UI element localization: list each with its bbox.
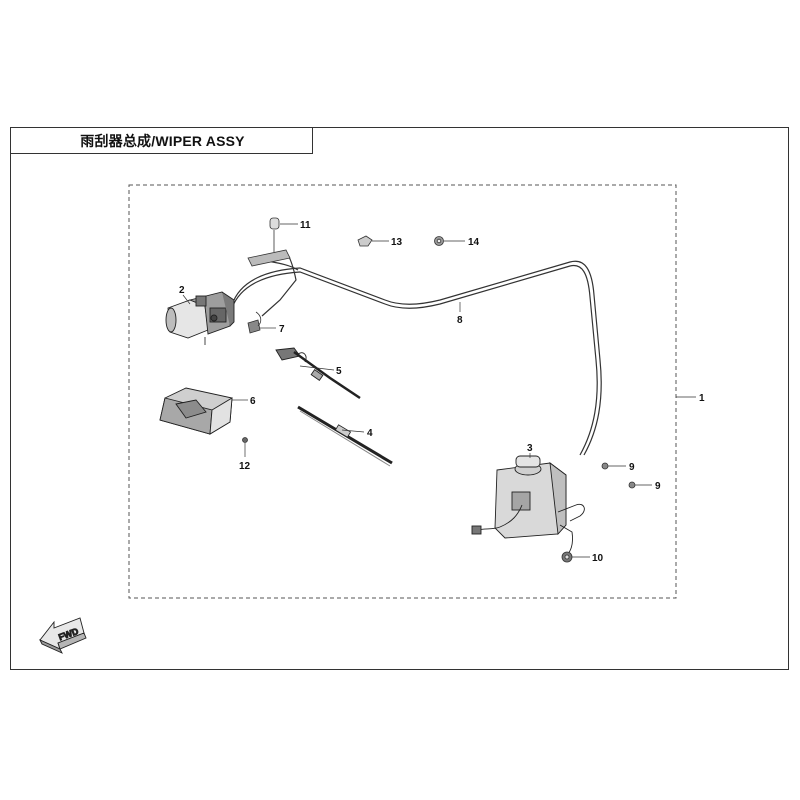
callout-9b: 9	[655, 481, 661, 492]
callout-4: 4	[367, 428, 373, 439]
callout-6: 6	[250, 396, 256, 407]
callout-13: 13	[391, 237, 403, 248]
callout-labels: 1 2 3 4 5 6 7 8 9 9 10 11 12 13 14	[179, 220, 705, 564]
clip-part-13	[357, 235, 373, 247]
page-title: 雨刮器总成/WIPER ASSY	[80, 133, 245, 149]
callout-2: 2	[179, 285, 185, 296]
bolt-part-9a	[601, 462, 609, 470]
wiper-motor-part-2	[165, 291, 235, 345]
callout-11: 11	[300, 220, 311, 231]
wiper-arm-part-5	[275, 347, 361, 400]
nut-part-10	[561, 551, 573, 563]
washer-reservoir-part-3	[471, 455, 585, 556]
callout-14: 14	[468, 237, 480, 248]
wiper-blade-part-4	[297, 405, 393, 467]
assembly-boundary	[128, 184, 677, 599]
grommet-part-11	[247, 217, 291, 267]
bolt-part-9b	[628, 481, 636, 489]
leader-lines	[182, 223, 696, 558]
callout-10: 10	[592, 553, 604, 564]
fwd-arrow-icon: FWD	[39, 617, 87, 654]
nut-part-14	[434, 236, 444, 246]
callout-1: 1	[699, 393, 705, 404]
drawing-frame	[10, 127, 789, 670]
cover-part-6	[159, 387, 233, 435]
callout-9a: 9	[629, 462, 635, 473]
title-box: 雨刮器总成/WIPER ASSY	[10, 127, 313, 154]
callout-3: 3	[527, 443, 533, 454]
connector-part-7	[247, 311, 262, 334]
callout-5: 5	[336, 366, 342, 377]
washer-hose	[231, 254, 602, 456]
callout-8: 8	[457, 315, 463, 326]
callout-7: 7	[279, 324, 285, 335]
callout-12: 12	[239, 461, 251, 472]
screw-part-12	[242, 437, 248, 443]
